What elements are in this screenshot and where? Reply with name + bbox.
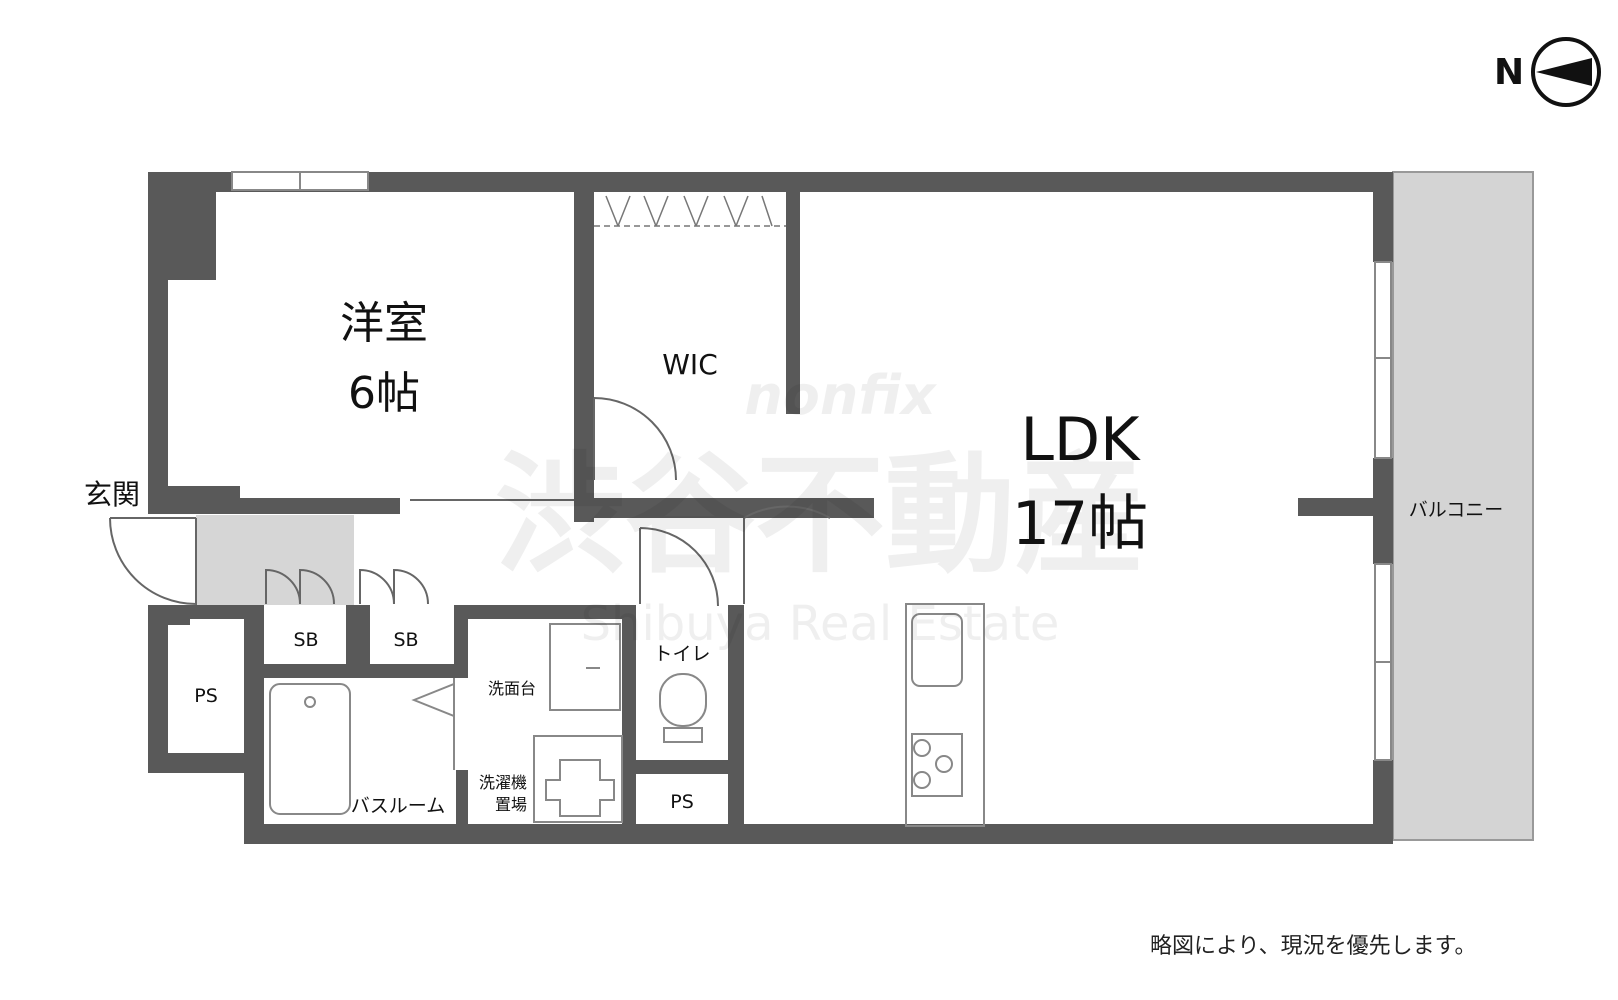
shoebox-label-2: SB	[393, 629, 418, 651]
ldk-name: LDK	[1021, 405, 1142, 475]
kitchen-counter	[905, 603, 985, 827]
entrance-label: 玄関	[84, 478, 140, 511]
compass-icon	[1531, 37, 1601, 107]
windows	[231, 171, 1392, 761]
washbasin-label: 洗面台	[488, 679, 536, 698]
wic-shelf	[594, 195, 786, 227]
disclaimer-note: 略図により、現況を優先します。	[1150, 934, 1477, 959]
svg-text:Shibuya Real Estate: Shibuya Real Estate	[581, 596, 1060, 652]
toilet-label: トイレ	[653, 643, 710, 665]
ps-bottom-label: PS	[670, 791, 694, 813]
western-room-size: 6帖	[348, 368, 420, 419]
ldk-size: 17帖	[1012, 489, 1148, 559]
svg-text:渋谷不動産: 渋谷不動産	[495, 439, 1145, 591]
laundry-label-1: 洗濯機	[479, 773, 527, 792]
western-room-name: 洋室	[340, 298, 428, 349]
walls	[148, 172, 1393, 844]
balcony-label: バルコニー	[1409, 499, 1504, 521]
compass: N	[1494, 37, 1601, 107]
balcony-area	[1392, 171, 1534, 841]
bath-fixtures	[269, 623, 707, 823]
laundry-label-2: 置場	[495, 795, 527, 814]
wic-label: WIC	[662, 348, 718, 381]
shoebox-label-1: SB	[293, 629, 318, 651]
bathroom-label: バスルーム	[351, 795, 445, 817]
watermark: nonfix 渋谷不動産 Shibuya Real Estate	[495, 364, 1145, 652]
north-arrow-icon	[1536, 58, 1592, 86]
north-letter: N	[1494, 52, 1524, 93]
entrance-floor	[196, 515, 354, 605]
doors	[109, 397, 831, 607]
ps-left-label: PS	[194, 685, 218, 707]
svg-text:nonfix: nonfix	[744, 364, 937, 427]
